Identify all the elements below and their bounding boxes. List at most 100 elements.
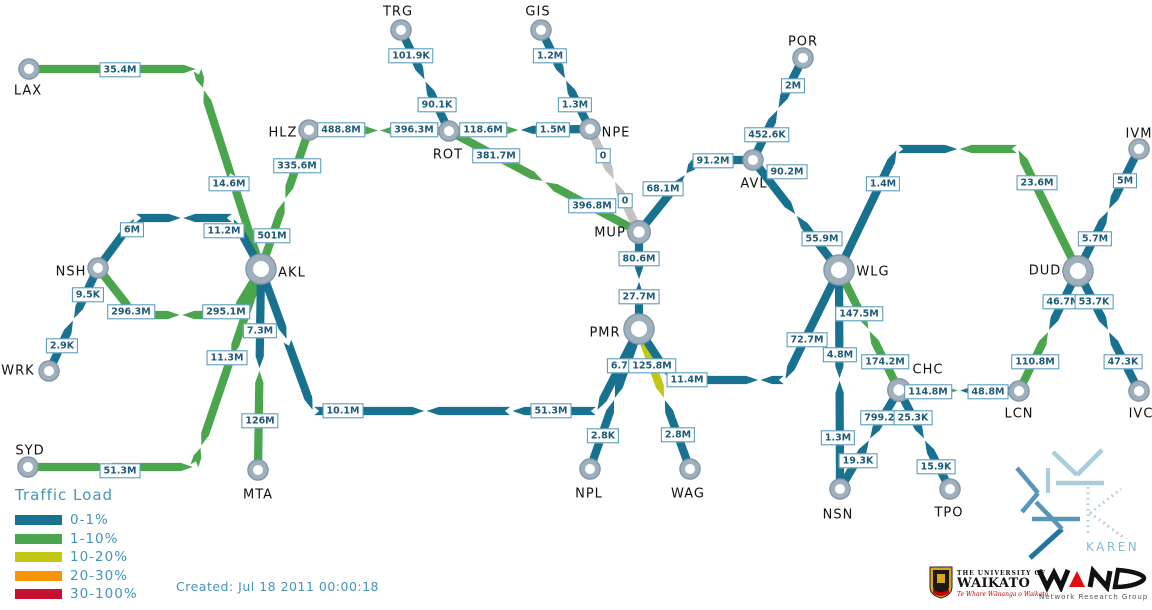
- node-lcn[interactable]: [1008, 380, 1030, 402]
- legend-row-2: 10-20%: [15, 548, 138, 567]
- node-nsh[interactable]: [87, 257, 109, 279]
- link-label-POR-AVL-in[interactable]: 452.6K: [744, 127, 790, 143]
- node-label-lcn: LCN: [1004, 406, 1034, 422]
- waikato-name: WAIKATO: [957, 576, 1031, 591]
- link-label-LAX-AKL-in[interactable]: 14.6M: [208, 176, 250, 192]
- link-label-PMR-WLG-out[interactable]: 11.4M: [666, 372, 708, 388]
- node-wlg[interactable]: [823, 254, 855, 286]
- node-rot[interactable]: [438, 120, 460, 142]
- link-label-ROT-NPE-in[interactable]: 1.5M: [535, 122, 571, 138]
- link-label-MUP-AVL-in[interactable]: 91.2M: [692, 153, 734, 169]
- legend-label-2: 10-20%: [70, 549, 129, 566]
- link-label-AKL-MTA-out[interactable]: 7.3M: [242, 323, 278, 339]
- node-nsn[interactable]: [829, 478, 851, 500]
- node-npl[interactable]: [579, 458, 601, 480]
- node-lax[interactable]: [18, 58, 40, 80]
- node-avl[interactable]: [742, 149, 764, 171]
- link-label-NSH-WRK-in[interactable]: 2.9K: [45, 338, 79, 354]
- link-label-NSH-AKL-out[interactable]: 296.3M: [107, 304, 155, 320]
- link-label-PMR-NPL-in[interactable]: 2.8K: [586, 428, 620, 444]
- node-por[interactable]: [792, 47, 814, 69]
- node-hlz[interactable]: [298, 119, 320, 141]
- link-label-PMR-WAG-out[interactable]: 125.8M: [628, 358, 676, 374]
- link-label-ROT-NPE-out[interactable]: 118.6M: [459, 122, 507, 138]
- link-label-TRG-ROT-in[interactable]: 90.1K: [417, 97, 457, 113]
- link-label-HLZ-AKL-out[interactable]: 335.6M: [273, 158, 321, 174]
- node-tpo[interactable]: [939, 478, 961, 500]
- node-akl[interactable]: [245, 253, 277, 285]
- link-label-NPE-MUP-in[interactable]: 0: [617, 193, 633, 209]
- node-label-trg: TRG: [382, 4, 414, 20]
- link-label-HLZ-ROT-in[interactable]: 396.3M: [390, 122, 438, 138]
- link-WLG-DUD-in: [959, 144, 1082, 272]
- legend-row-1: 1-10%: [15, 530, 138, 549]
- legend-swatch-1: [15, 533, 62, 544]
- link-label-GIS-NPE-in[interactable]: 1.3M: [557, 97, 593, 113]
- link-label-SYD-AKL-out[interactable]: 51.3M: [99, 463, 141, 479]
- link-label-DUD-IVC-in[interactable]: 47.3K: [1103, 354, 1143, 370]
- node-mta[interactable]: [247, 459, 269, 481]
- link-label-AVL-WLG-in[interactable]: 55.9M: [801, 231, 843, 247]
- link-label-DUD-IVM-in[interactable]: 5M: [1112, 173, 1138, 189]
- legend-label-4: 30-100%: [70, 586, 138, 603]
- link-label-WLG-CHC-in[interactable]: 174.2M: [861, 354, 909, 370]
- node-ivc[interactable]: [1128, 380, 1150, 402]
- link-label-TRG-ROT-out[interactable]: 101.9K: [388, 48, 434, 64]
- link-WLG-DUD-out: [835, 144, 958, 271]
- link-label-MUP-PMR-in[interactable]: 27.7M: [618, 289, 660, 305]
- link-label-AKL-MTA-in[interactable]: 126M: [241, 413, 279, 429]
- node-mup[interactable]: [627, 220, 651, 244]
- link-label-CHC-NSN-in[interactable]: 19.3K: [838, 453, 878, 469]
- link-label-WLG-NSN-in[interactable]: 1.3M: [820, 430, 856, 446]
- link-label-NSH-AKL-in[interactable]: 11.2M: [203, 223, 245, 239]
- node-label-nsh: NSH: [55, 264, 87, 280]
- link-label-WLG-DUD-in[interactable]: 23.6M: [1016, 175, 1058, 191]
- traffic-load-legend: Traffic Load 0-1%1-10%10-20%20-30%30-100…: [15, 486, 138, 604]
- link-label-NSH-WRK-out[interactable]: 9.5K: [71, 287, 105, 303]
- link-label-MUP-PMR-out[interactable]: 80.6M: [618, 251, 660, 267]
- link-label-HLZ-ROT-out[interactable]: 488.8M: [317, 122, 365, 138]
- link-label-MUP-AVL-out[interactable]: 68.1M: [642, 181, 684, 197]
- node-ivm[interactable]: [1128, 138, 1150, 160]
- node-label-npl: NPL: [575, 486, 603, 502]
- link-label-ROT-MUP-out[interactable]: 381.7M: [472, 148, 520, 164]
- link-label-NSH-AKL-out[interactable]: 6M: [119, 222, 145, 238]
- link-label-NPE-MUP-out[interactable]: 0: [595, 148, 611, 164]
- link-label-CHC-TPO-out[interactable]: 25.3K: [893, 410, 933, 426]
- link-label-AVL-WLG-out[interactable]: 90.2M: [766, 164, 808, 180]
- link-label-CHC-LCN-out[interactable]: 114.8M: [904, 384, 952, 400]
- link-label-ROT-MUP-in[interactable]: 396.8M: [568, 198, 616, 214]
- node-wag[interactable]: [679, 458, 701, 480]
- link-label-PMR-WAG-in[interactable]: 2.8M: [660, 427, 696, 443]
- link-label-AKL-PMR-in[interactable]: 51.3M: [530, 403, 572, 419]
- node-npe[interactable]: [579, 118, 601, 140]
- node-trg[interactable]: [390, 19, 412, 41]
- node-label-wrk: WRK: [1, 363, 35, 379]
- link-label-AKL-PMR-out[interactable]: 10.1M: [322, 403, 364, 419]
- node-gis[interactable]: [530, 19, 552, 41]
- link-label-LAX-AKL-out[interactable]: 35.4M: [99, 62, 141, 78]
- link-label-LCN-DUD-in[interactable]: 46.7M: [1042, 294, 1084, 310]
- link-label-PMR-WLG-in[interactable]: 72.7M: [786, 332, 828, 348]
- link-label-POR-AVL-out[interactable]: 2M: [780, 78, 806, 94]
- link-label-NSH-AKL-in[interactable]: 295.1M: [202, 304, 250, 320]
- node-label-ivc: IVC: [1128, 406, 1152, 422]
- link-label-WLG-CHC-out[interactable]: 147.5M: [835, 306, 883, 322]
- link-label-DUD-IVM-out[interactable]: 5.7M: [1077, 231, 1113, 247]
- link-label-HLZ-AKL-in[interactable]: 501M: [253, 228, 291, 244]
- link-label-CHC-TPO-in[interactable]: 15.9K: [916, 459, 956, 475]
- link-label-DUD-IVC-out[interactable]: 53.7K: [1074, 294, 1114, 310]
- link-label-GIS-NPE-out[interactable]: 1.2M: [532, 48, 568, 64]
- link-label-WLG-NSN-out[interactable]: 4.8M: [822, 347, 858, 363]
- link-label-WLG-DUD-out[interactable]: 1.4M: [865, 176, 901, 192]
- node-dud[interactable]: [1062, 255, 1094, 287]
- node-wrk[interactable]: [38, 360, 60, 382]
- link-label-SYD-AKL-in[interactable]: 11.3M: [206, 350, 248, 366]
- node-syd[interactable]: [17, 456, 39, 478]
- node-label-mup: MUP: [594, 225, 626, 241]
- link-label-CHC-LCN-in[interactable]: 48.8M: [967, 384, 1009, 400]
- node-label-wag: WAG: [671, 486, 705, 502]
- node-pmr[interactable]: [623, 313, 655, 345]
- link-label-LCN-DUD-out[interactable]: 110.8M: [1011, 354, 1059, 370]
